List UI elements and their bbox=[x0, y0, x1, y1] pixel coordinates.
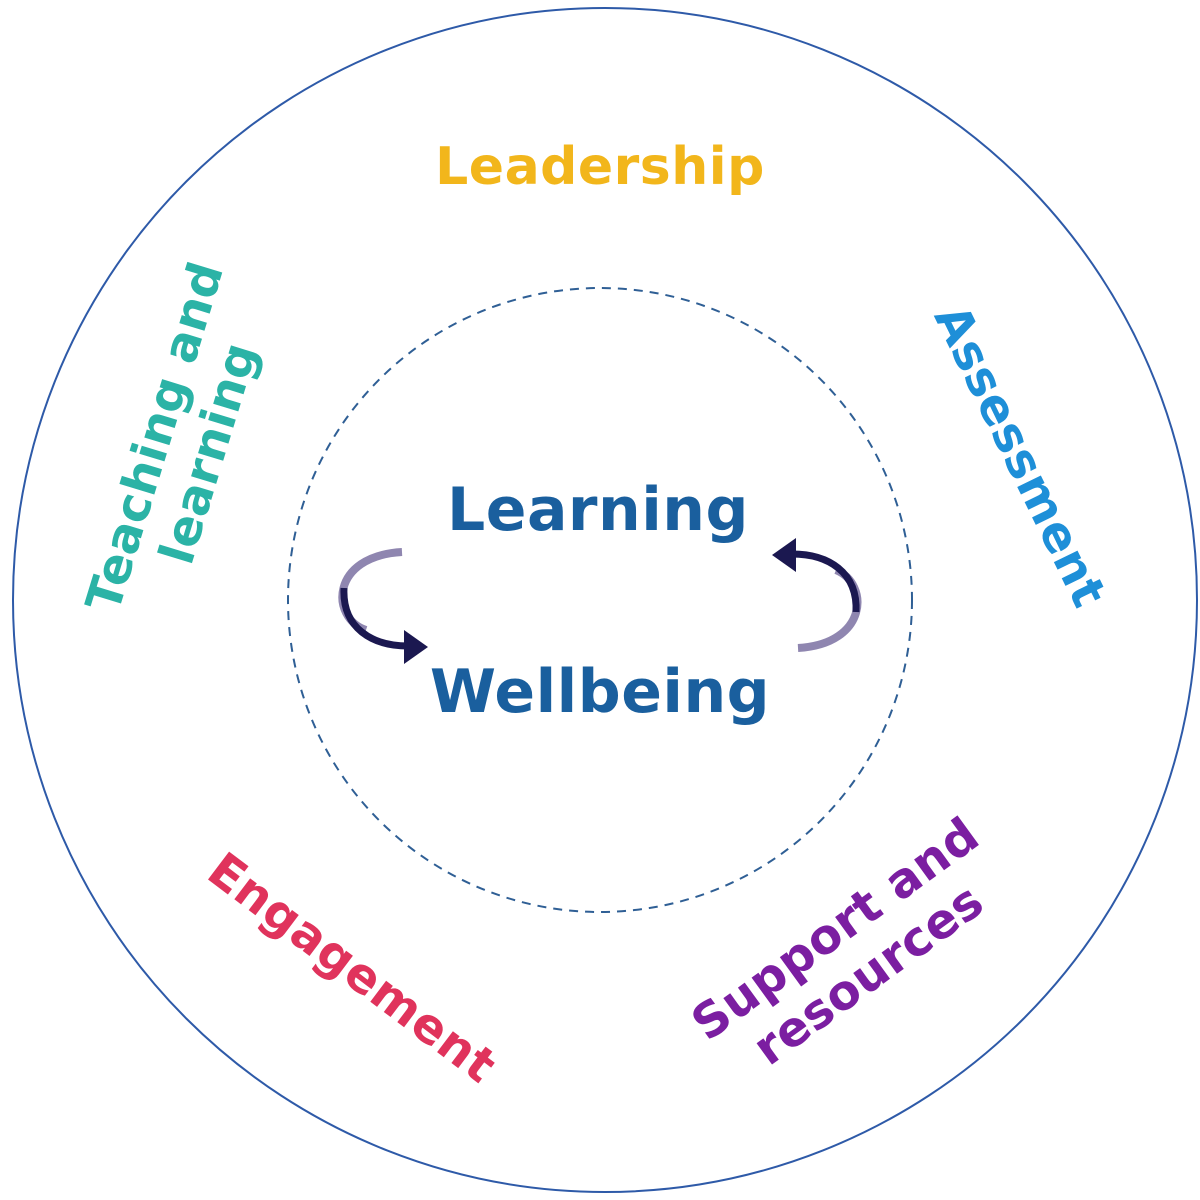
outer-ring bbox=[12, 7, 1198, 1193]
inner-dashed-ring bbox=[287, 287, 913, 913]
domain-label-teaching-and-learning: Teaching and learning bbox=[75, 255, 268, 618]
arrow-head-left-icon bbox=[772, 538, 796, 572]
domain-label-leadership: Leadership bbox=[435, 137, 765, 197]
cycle-arrow-right bbox=[772, 538, 862, 652]
arrow-head-right-icon bbox=[404, 630, 428, 664]
cycle-arrow-left-dark-part bbox=[340, 587, 409, 650]
center-label-wellbeing: Wellbeing bbox=[430, 657, 770, 727]
domain-label-support-and-resources: Support and resources bbox=[681, 807, 994, 1077]
domain-label-engagement: Engagement bbox=[197, 842, 506, 1095]
center-label-learning: Learning bbox=[447, 475, 749, 545]
cycle-arrow-left bbox=[338, 548, 428, 664]
cycle-arrow-right-dark-part bbox=[791, 550, 860, 613]
domain-label-assessment: Assessment bbox=[923, 296, 1117, 616]
